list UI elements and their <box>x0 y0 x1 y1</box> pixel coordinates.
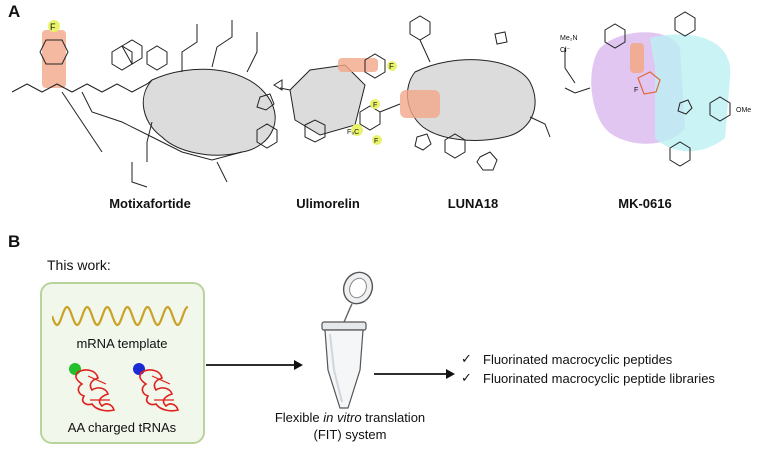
trna-blue-icon <box>130 360 190 416</box>
mk0616-structure: Me₂N Cl⁻ F OMe <box>560 8 769 190</box>
trna-green-icon <box>66 360 126 416</box>
svg-text:F: F <box>373 102 377 109</box>
mrna-wave-icon <box>50 298 190 334</box>
this-work-label: This work: <box>47 257 111 273</box>
panel-b-label: B <box>8 232 21 251</box>
svg-text:Me₂N: Me₂N <box>560 35 578 42</box>
molecule-name-luna18: LUNA18 <box>447 196 499 211</box>
output-text-1: Fluorinated macrocyclic peptides <box>483 351 673 367</box>
translation-components-box <box>40 282 205 444</box>
molecule-name-motixafortide: Motixafortide <box>109 196 191 211</box>
fit-line1-post: translation <box>361 410 426 425</box>
arrow-right-icon-2 <box>372 367 456 381</box>
fit-line1-pre: Flexible <box>274 410 324 425</box>
output-text-2: Fluorinated macrocyclic peptide librarie… <box>483 370 715 386</box>
svg-text:F: F <box>389 62 394 71</box>
svg-text:Cl⁻: Cl⁻ <box>560 47 571 54</box>
molecule-name-mk0616: MK-0616 <box>618 196 672 211</box>
fit-system-label-line2: (FIT) system <box>313 427 387 442</box>
arrow-right-icon <box>204 358 304 372</box>
fit-line1-italic: in vitro <box>323 410 362 425</box>
panel-a-label: A <box>8 2 21 21</box>
checkmark-icon: ✓ <box>461 351 472 366</box>
mrna-template-label: mRNA template <box>76 336 168 351</box>
svg-text:F: F <box>634 87 638 94</box>
output-bullet-2: ✓ Fluorinated macrocyclic peptide librar… <box>461 370 715 386</box>
motixafortide-structure: F <box>2 12 292 190</box>
luna18-structure: F₃C F F <box>345 12 560 190</box>
molecule-name-ulimorelin: Ulimorelin <box>296 196 360 211</box>
svg-text:F: F <box>50 22 56 32</box>
checkmark-icon: ✓ <box>461 370 472 385</box>
ulimorelin-structure: F <box>270 40 405 160</box>
output-bullet-1: ✓ Fluorinated macrocyclic peptides <box>461 351 672 367</box>
fit-system-label-line1: Flexible in vitro translation <box>235 410 465 425</box>
svg-text:F₃C: F₃C <box>347 129 359 136</box>
tube-icon <box>300 270 390 415</box>
svg-text:F: F <box>374 138 378 145</box>
svg-text:OMe: OMe <box>736 107 751 114</box>
trna-label: AA charged tRNAs <box>67 420 177 435</box>
